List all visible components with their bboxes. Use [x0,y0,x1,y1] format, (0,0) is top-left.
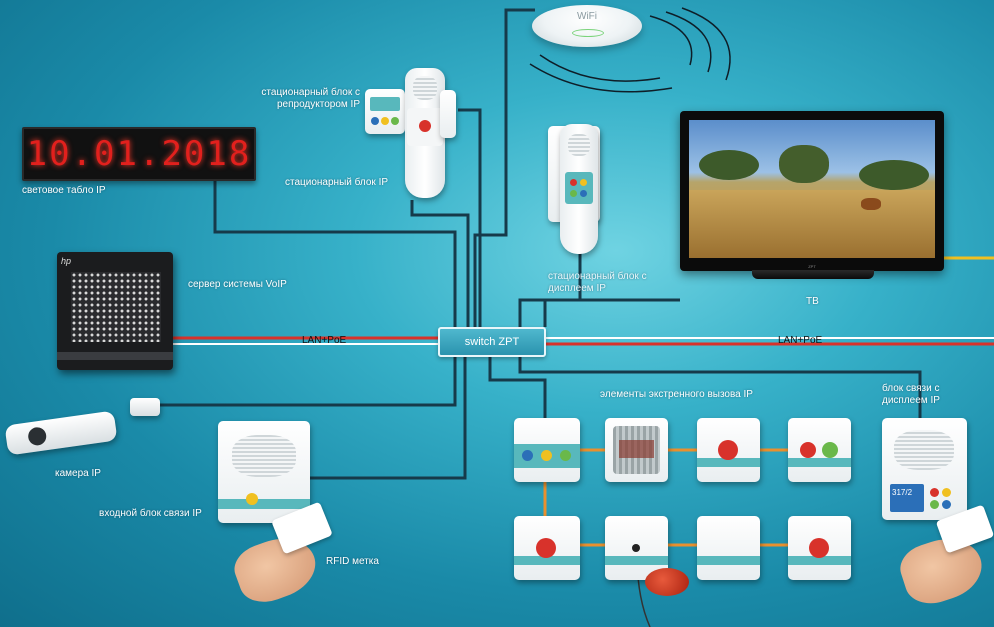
camera-label: камера IP [55,468,101,479]
display-block-label: стационарный блок с дисплеем IP [548,271,647,294]
comm-display-panel: 317/2 [882,418,967,520]
emergency-element [697,516,760,580]
lan-poe-label-right: LAN+PoE [778,335,823,346]
wifi-access-point-icon: WiFi [532,5,642,47]
comm-display-label: блок связи с дисплеем IP [882,383,940,406]
tv-label: ТВ [806,296,819,307]
pull-bulb-icon [645,568,689,596]
room-number: 317/2 [892,488,913,497]
call-button-icon [718,440,738,460]
emergency-element [514,418,580,482]
emergency-element [514,516,580,580]
server-icon: hp [57,252,173,370]
tv-screen [689,120,935,258]
led-display-text: 10.01.2018 [26,134,252,174]
entry-block-label: входной блок связи IP [99,508,202,519]
emergency-element [788,516,851,580]
rfid-label: RFID метка [326,556,379,567]
stationary-block-cradle [440,90,456,138]
tv-stand [752,270,874,279]
call-button-icon [246,493,258,505]
call-button-icon [536,538,556,558]
emergency-light [605,418,668,482]
server-label: сервер системы VoIP [188,279,287,290]
stationary-block-handset [405,68,445,198]
call-button-icon [419,120,431,132]
server-brand: hp [61,256,72,266]
led-display: 10.01.2018 [22,127,256,181]
emergency-element [697,418,760,482]
led-display-label: световое табло IP [22,185,106,196]
display-block-handset [560,124,598,254]
entry-block-panel [218,421,310,523]
speaker-block-panel [365,89,405,134]
speaker-block-label: стационарный блок с репродуктором IP [261,87,360,110]
wifi-label: WiFi [577,11,597,22]
network-switch: switch ZPT [438,327,546,357]
lan-poe-label-left: LAN+PoE [302,335,347,346]
television-icon: ZPT [680,111,944,271]
call-button-icon [809,538,829,558]
emergency-label: элементы экстренного вызова IP [600,389,753,400]
emergency-element [788,418,851,482]
camera-mount [130,398,160,416]
stationary-block-label: стационарный блок IP [285,177,389,188]
